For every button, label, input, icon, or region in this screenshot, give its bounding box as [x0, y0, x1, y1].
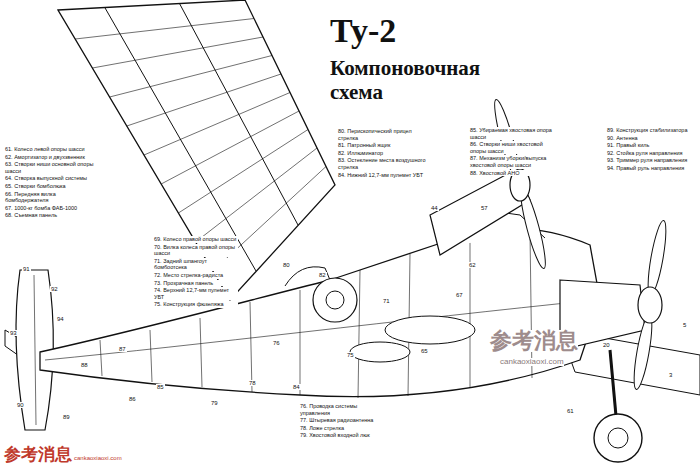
- part-caption: 88. Хвостовой АНО: [470, 170, 560, 177]
- part-caption: 82. Иллюминатор: [338, 150, 430, 157]
- callout-number: 67: [455, 292, 464, 298]
- title: Ту-2: [330, 14, 396, 48]
- part-caption: 76. Проводка системы управления: [300, 403, 386, 416]
- part-caption: 86. Створки ниши хвостовой опоры шасси: [470, 141, 560, 154]
- callout-number: 3: [668, 372, 673, 378]
- part-caption: 79. Хвостовой входной люк: [300, 432, 386, 439]
- callout-number: 44: [430, 205, 439, 211]
- part-caption: 77. Штыревая радиоантенна: [300, 417, 386, 424]
- callout-number: 75: [346, 352, 355, 358]
- bomb: [350, 342, 410, 362]
- part-caption: 67. 1000-кг бомба ФАБ-1000: [5, 205, 97, 212]
- part-caption: 89. Конструкция стабилизатора: [607, 127, 689, 134]
- part-caption: 87. Механизм уборки/выпуска хвостовой оп…: [470, 155, 560, 168]
- watermark: 参考消息: [4, 446, 72, 463]
- callout-number: 91: [22, 266, 31, 272]
- callout-number: 76: [272, 340, 281, 346]
- part-caption: 94. Правый руль направления: [607, 165, 689, 172]
- callout-number: 61: [566, 408, 575, 414]
- callout-number: 84: [292, 384, 301, 390]
- part-caption: 78. Ложе стрелка: [300, 425, 386, 432]
- callout-number: 5: [682, 322, 687, 328]
- propeller: [630, 314, 655, 391]
- part-caption: 65. Створки бомболюка: [5, 183, 97, 190]
- part-caption: 62. Амортизатор и двухзвенник: [5, 154, 97, 161]
- wing: [58, 0, 335, 300]
- callout-number: 90: [16, 402, 25, 408]
- callout-number: 82: [318, 272, 327, 278]
- watermark: cankaoxiaoxi.com: [500, 358, 564, 366]
- part-caption: 73. Прозрачная панель: [154, 280, 238, 287]
- part-caption: 92. Стойка руля направления: [607, 150, 689, 157]
- callout-number: 86: [128, 396, 137, 402]
- part-caption: 91. Правый киль: [607, 142, 689, 149]
- part-caption: 90. Антенна: [607, 135, 689, 142]
- callout-number: 89: [62, 414, 71, 420]
- part-caption: 64. Створка выпускной системы: [5, 175, 97, 182]
- part-caption: 74. Верхний 12,7-мм пулемет УБТ: [154, 287, 238, 300]
- bomb: [385, 316, 475, 344]
- propeller: [644, 220, 669, 297]
- callout-number: 62: [468, 262, 477, 268]
- part-caption: 80. Перископический прицел стрелка: [338, 128, 430, 141]
- callout-number: 79: [210, 400, 219, 406]
- part-caption: 83. Остекление места воздушного стрелка: [338, 157, 430, 170]
- callout-number: 20: [602, 342, 611, 348]
- part-caption: 69. Колесо правой опоры шасси: [154, 236, 238, 243]
- part-caption: 75. Конструкция фюзеляжа: [154, 301, 238, 308]
- part-caption: 71. Задний шпангоут бомбоотсека: [154, 258, 238, 271]
- callout-number: 93: [9, 330, 18, 336]
- part-caption: 68. Съемная панель: [5, 212, 97, 219]
- callout-number: 71: [382, 298, 391, 304]
- subtitle: Компоновочная схема: [330, 56, 505, 104]
- callout-number: 85: [156, 384, 165, 390]
- part-caption: 70. Вилка колеса правой опоры шасси: [154, 244, 238, 257]
- callout-number: 87: [118, 346, 127, 352]
- part-caption: 63. Створки ниши основной опоры шасси: [5, 161, 97, 174]
- part-caption: 81. Патронный ящик: [338, 142, 430, 149]
- fuselage: [40, 229, 600, 397]
- part-caption: 93. Триммер руля направления: [607, 157, 689, 164]
- wheel: [594, 414, 642, 462]
- callout-number: 78: [248, 380, 257, 386]
- part-caption: 72. Место стрелка-радиста: [154, 272, 238, 279]
- part-caption: 84. Нижний 12,7-мм пулемет УБТ: [338, 172, 430, 179]
- callout-number: 80: [282, 262, 291, 268]
- spinner: [638, 287, 662, 323]
- part-caption: 85. Убираемая хвостовая опора шасси: [470, 127, 560, 140]
- wheel: [313, 278, 357, 322]
- watermark: cankaoxiaoxi.com: [74, 455, 122, 461]
- engine-nacelle: [430, 170, 530, 255]
- part-caption: 66. Передняя вилка бомбодержателя: [5, 191, 97, 204]
- callout-number: 94: [56, 316, 65, 322]
- callout-number: 65: [420, 348, 429, 354]
- part-caption: 61. Колесо левой опоры шасси: [5, 146, 97, 153]
- watermark: 参考消息: [490, 330, 578, 352]
- wing-ribs: [75, 4, 326, 272]
- fuselage-frames: [45, 232, 595, 398]
- callout-number: 92: [50, 286, 59, 292]
- callout-number: 57: [480, 205, 489, 211]
- callout-number: 88: [80, 362, 89, 368]
